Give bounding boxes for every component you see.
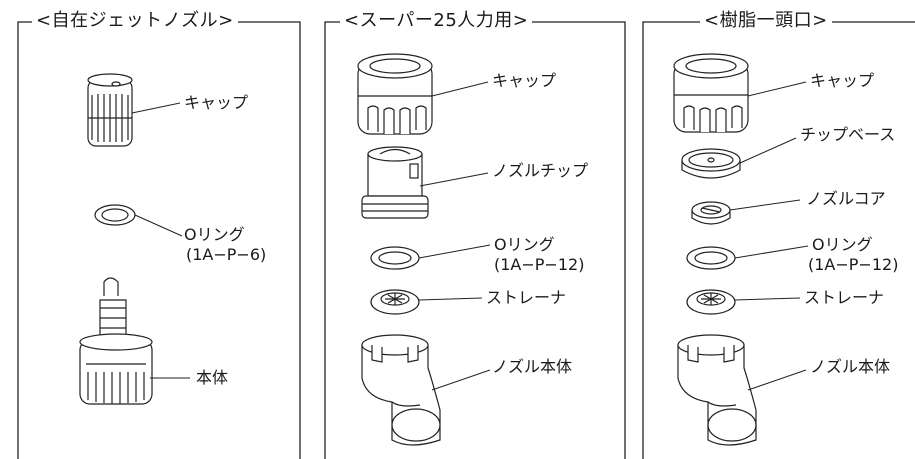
- label-oring: Oリング: [812, 235, 873, 254]
- label-core: ノズルコア: [806, 189, 886, 208]
- leader-strainer: [418, 297, 483, 301]
- leader-tip-base: [739, 137, 797, 164]
- leader-core: [729, 199, 801, 211]
- cap-part: [673, 53, 749, 133]
- label-cap: キャップ: [184, 93, 249, 112]
- label-oring-code: (1A−P−6): [186, 245, 267, 264]
- label-body: ノズル本体: [810, 357, 891, 376]
- leader-oring: [134, 214, 183, 237]
- nozzle-body-part: [361, 334, 441, 446]
- tip-base-part: [681, 148, 741, 179]
- strainer-part: [370, 289, 420, 315]
- label-oring: Oリング: [494, 235, 555, 254]
- panel-3-title: <樹脂一頭口>: [700, 6, 832, 32]
- label-body: ノズル本体: [492, 357, 573, 376]
- nozzle-tip-part: [361, 146, 429, 219]
- leader-cap: [131, 102, 181, 114]
- cap-part: [357, 53, 433, 135]
- nozzle-core-part: [691, 201, 731, 225]
- label-body: 本体: [196, 368, 229, 387]
- label-cap: キャップ: [492, 71, 557, 90]
- leader-strainer: [734, 297, 801, 301]
- label-strainer: ストレーナ: [486, 288, 567, 307]
- leader-tip: [419, 172, 489, 187]
- label-oring-code: (1A−P−12): [494, 255, 585, 274]
- oring-part: [686, 246, 736, 270]
- label-cap: キャップ: [810, 71, 875, 90]
- leader-body: [431, 369, 491, 391]
- label-oring: Oリング: [184, 225, 245, 244]
- body-part: [79, 277, 153, 405]
- leader-body: [747, 369, 807, 391]
- nozzle-body-part: [677, 334, 757, 446]
- panel-2-title: <スーパー25人力用>: [340, 6, 533, 32]
- panel-1-title: <自在ジェットノズル>: [32, 6, 238, 32]
- label-oring-code: (1A−P−12): [808, 255, 899, 274]
- leader-oring: [418, 244, 491, 259]
- leader-cap: [747, 81, 807, 97]
- label-tip: ノズルチップ: [492, 161, 589, 180]
- label-strainer: ストレーナ: [804, 288, 885, 307]
- cap-part: [87, 73, 133, 147]
- label-tip-base: チップベース: [800, 125, 896, 144]
- leader-oring: [734, 245, 809, 259]
- leader-cap: [431, 81, 489, 97]
- strainer-part: [686, 289, 736, 315]
